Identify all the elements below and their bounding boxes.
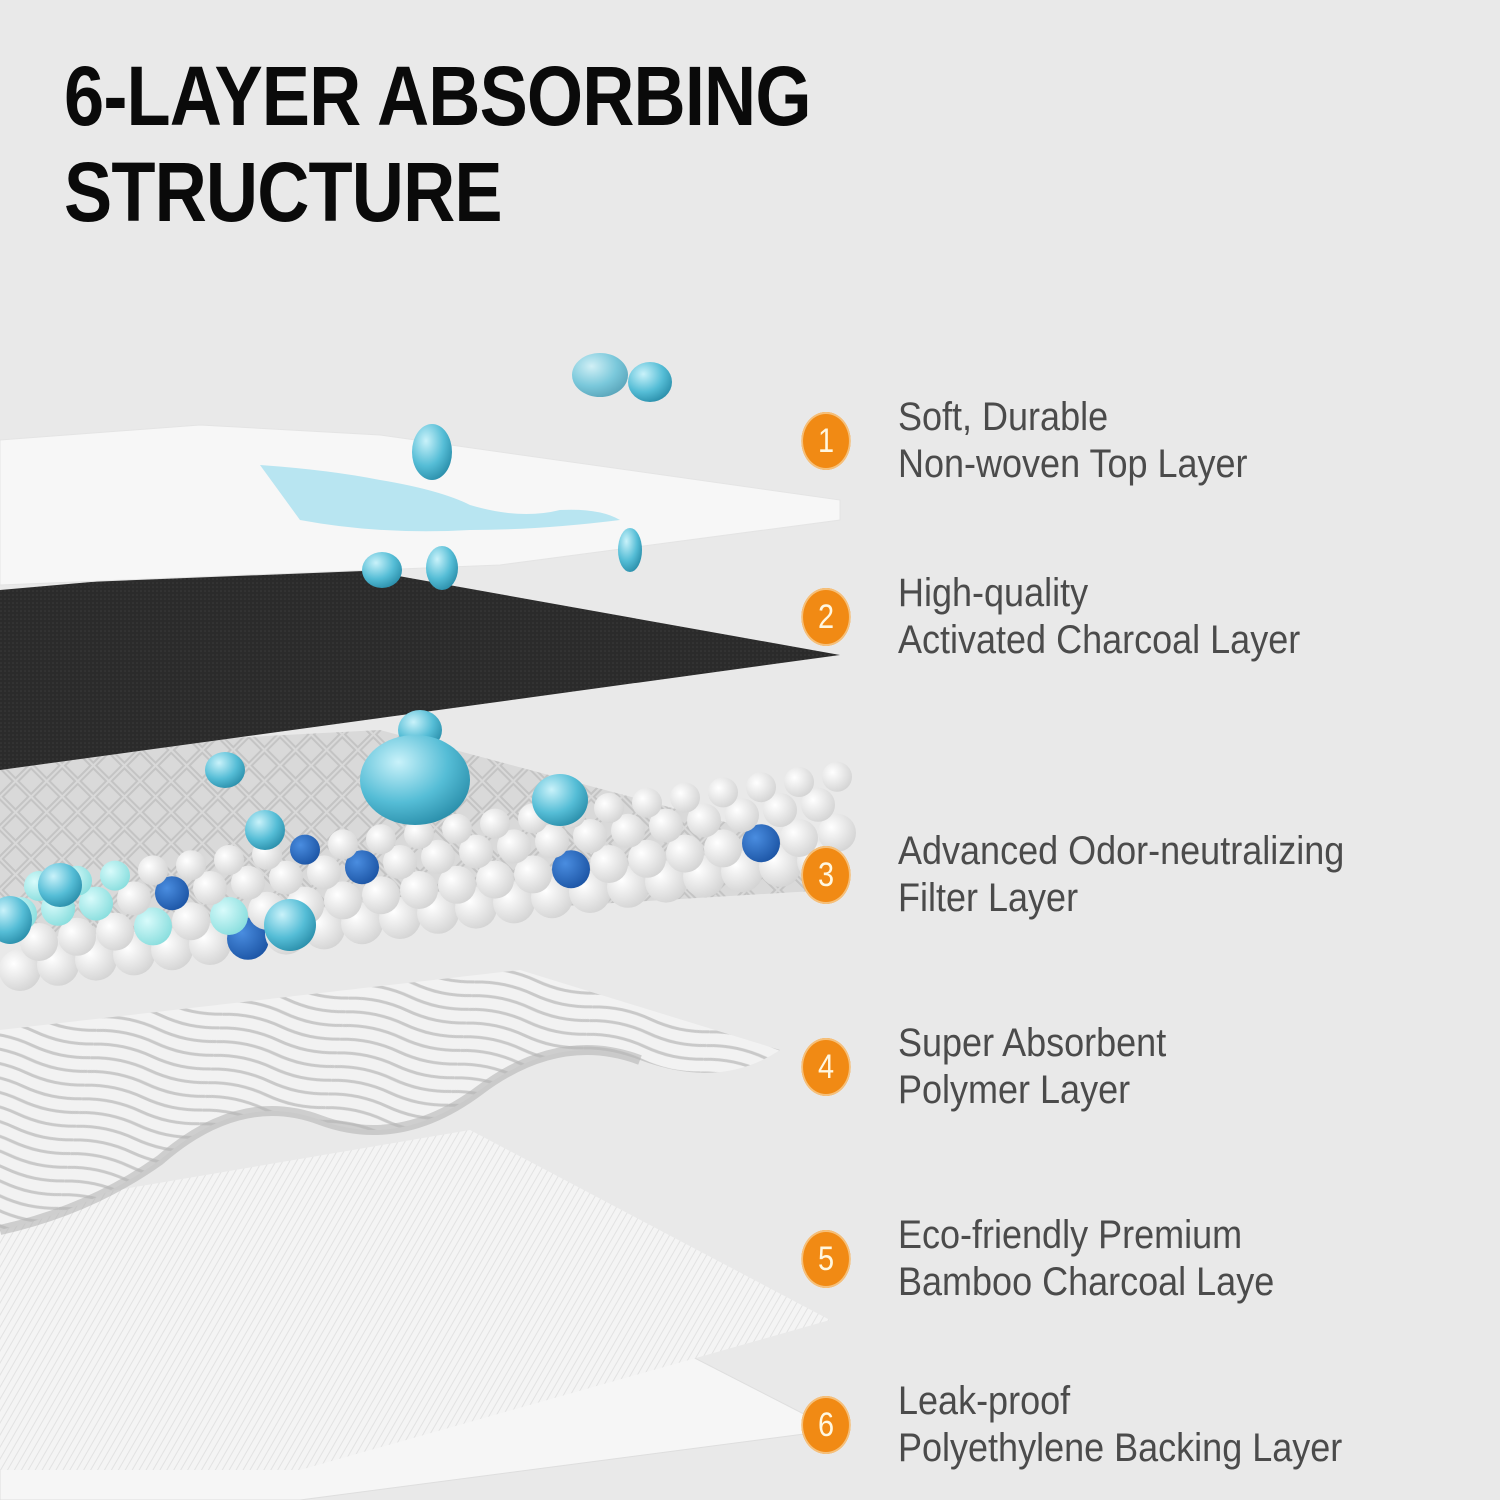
filter-bead [822,761,852,792]
number-badge: 1 [801,412,851,470]
layer-3-beads [0,761,856,991]
callout-layer-5: 5 Eco-friendly Premium Bamboo Charcoal L… [797,1213,1274,1304]
filter-bead [324,881,362,920]
filter-bead [573,819,607,853]
filter-bead [328,829,358,860]
layer-label-line-2: Bamboo Charcoal Laye [898,1260,1275,1304]
layer-label-line-1: Eco-friendly Premium [898,1213,1243,1257]
filter-bead [96,912,134,951]
water-droplets [0,353,672,951]
filter-bead [742,824,780,863]
filter-bead [594,793,624,823]
filter-bead [307,855,341,890]
filter-bead [269,860,303,895]
filter-bead [459,834,493,869]
filter-bead [176,850,206,881]
filter-bead [210,897,248,935]
callout-layer-2: 2 High-quality Activated Charcoal Layer [797,571,1300,662]
filter-bead [138,855,168,886]
filter-bead [480,808,510,839]
filter-bead [400,871,438,909]
filter-bead [708,777,738,808]
layer-label: Eco-friendly Premium Bamboo Charcoal Lay… [898,1212,1316,1306]
title-line-1: 6-LAYER ABSORBING [64,49,812,143]
filter-bead [20,923,58,961]
layer-label-line-1: Soft, Durable [898,395,1109,439]
filter-bead [687,803,721,838]
filter-bead [117,881,151,916]
layer-label: Advanced Odor-neutralizing Filter Layer [898,828,1394,922]
number-badge: 4 [801,1038,851,1096]
filter-bead [79,886,113,921]
layer-label-line-1: Leak-proof [898,1379,1071,1423]
filter-bead [535,824,569,859]
filter-bead [801,787,835,822]
filter-bead [497,829,531,864]
number-badge: 3 [801,846,851,904]
number-badge: 6 [801,1396,851,1454]
filter-bead [514,855,552,894]
filter-bead [58,917,96,956]
layer-label-line-2: Non-woven Top Layer [898,442,1248,486]
filter-bead [818,813,856,852]
filter-bead [421,839,455,874]
layer-label-line-2: Polyethylene Backing Layer [898,1426,1343,1470]
filter-bead [670,782,700,813]
filter-bead [362,876,400,915]
callout-layer-4: 4 Super Absorbent Polymer Layer [797,1021,1166,1112]
filter-bead [438,865,476,904]
layer-label: Leak-proof Polyethylene Backing Layer [898,1378,1392,1472]
filter-bead [590,845,628,883]
callout-layer-3: 3 Advanced Odor-neutralizing Filter Laye… [797,829,1344,920]
filter-bead [628,839,666,878]
filter-bead [611,813,645,848]
filter-bead [214,845,244,875]
layer-label: Soft, Durable Non-woven Top Layer [898,394,1286,488]
filter-bead [666,834,704,873]
filter-bead [134,907,172,946]
filter-bead [780,819,818,857]
filter-bead [366,824,396,855]
layer-2-charcoal [0,562,840,770]
filter-bead [155,876,189,911]
layer-label-line-2: Activated Charcoal Layer [898,618,1301,662]
layer-label-line-2: Polymer Layer [898,1068,1131,1112]
filter-bead [763,793,797,827]
filter-bead [172,902,210,941]
filter-bead [100,860,130,891]
filter-bead [193,871,227,905]
filter-bead [345,850,379,885]
layer-label: Super Absorbent Polymer Layer [898,1020,1196,1114]
filter-bead [552,850,590,889]
callout-layer-1: 1 Soft, Durable Non-woven Top Layer [797,395,1248,486]
filter-bead [746,772,776,803]
filter-bead [0,949,41,991]
title-line-2: STRUCTURE [64,145,503,239]
filter-bead [649,808,683,843]
number-badge: 5 [801,1230,851,1288]
layer-label-line-1: Advanced Odor-neutralizing [898,829,1345,873]
filter-bead [632,787,662,818]
layer-5-bamboo [0,1130,830,1470]
layer-label-line-1: Super Absorbent [898,1021,1167,1065]
filter-bead [383,845,417,879]
layer-illustration [0,353,856,1500]
number-badge: 2 [801,588,851,646]
layer-label: High-quality Activated Charcoal Layer [898,570,1345,664]
filter-bead [290,834,320,865]
callout-layer-6: 6 Leak-proof Polyethylene Backing Layer [797,1379,1342,1470]
filter-bead [231,865,265,900]
filter-bead [725,798,759,833]
layer-label-line-2: Filter Layer [898,876,1079,920]
layer-label-line-1: High-quality [898,571,1089,615]
filter-bead [442,813,472,844]
filter-bead [704,829,742,868]
layer-4-polymer [0,970,780,1230]
filter-bead [476,860,514,899]
filter-bead [784,767,814,797]
filter-bead [404,819,434,849]
page-title: 6-LAYER ABSORBING STRUCTURE [64,48,812,240]
